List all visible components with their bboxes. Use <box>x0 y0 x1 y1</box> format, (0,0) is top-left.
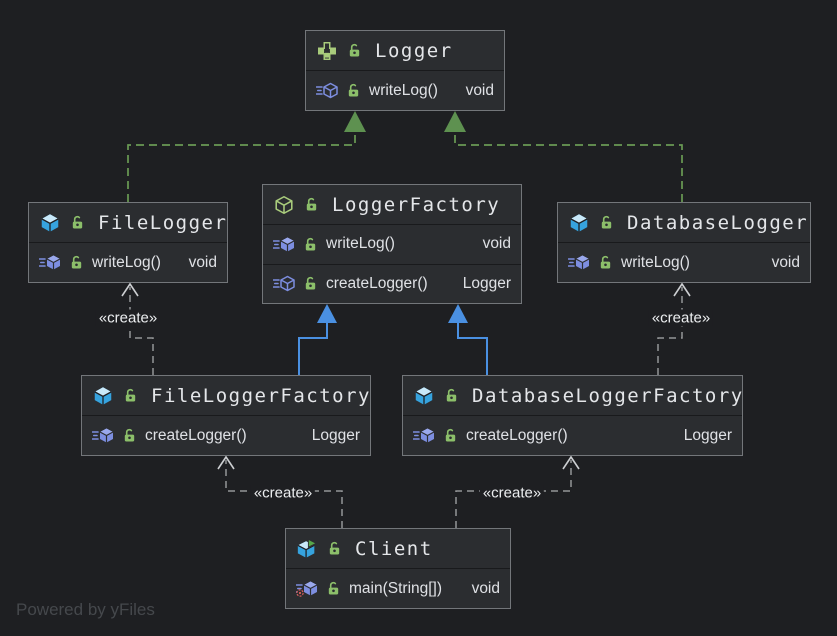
interface-icon <box>316 40 338 62</box>
abstract-method-icon <box>316 82 338 99</box>
node-header: FileLoggerFactory <box>82 376 370 416</box>
node-header: Logger <box>306 31 504 71</box>
method-return-type: void <box>482 235 511 253</box>
method-return-type: void <box>465 81 494 99</box>
class-node-filelogger[interactable]: FileLogger writeLog() void <box>28 202 228 283</box>
class-node-loggerfactory[interactable]: LoggerFactory writeLog() void createLogg… <box>262 184 522 304</box>
lock-open-icon <box>70 215 85 230</box>
edge-filelogger-implements-logger[interactable] <box>127 111 366 202</box>
edge-fileloggerfactory-extends-loggerfactory[interactable] <box>298 304 337 375</box>
method-icon <box>39 254 61 271</box>
lock-open-icon <box>304 197 319 212</box>
class-node-logger[interactable]: Logger writeLog() void <box>305 30 505 111</box>
method-icon <box>273 236 295 253</box>
method-name: createLogger() <box>145 426 247 444</box>
method-name: writeLog() <box>621 253 690 271</box>
class-icon <box>568 212 590 234</box>
node-header: DatabaseLoggerFactory <box>403 376 742 416</box>
edge-databaselogger-implements-logger[interactable] <box>444 111 683 202</box>
method-icon <box>568 254 590 271</box>
class-title: LoggerFactory <box>332 193 501 216</box>
lock-open-icon <box>303 276 318 291</box>
class-node-fileloggerfactory[interactable]: FileLoggerFactory createLogger() Logger <box>81 375 371 456</box>
method-name: writeLog() <box>92 253 161 271</box>
runnable-class-icon <box>296 538 318 560</box>
main-method-icon <box>296 580 318 597</box>
method-return-type: Logger <box>311 426 360 444</box>
method-name: createLogger() <box>466 426 568 444</box>
edge-databaseloggerfactory-extends-loggerfactory[interactable] <box>448 304 488 375</box>
class-node-databaselogger[interactable]: DatabaseLogger writeLog() void <box>557 202 811 283</box>
abstract-class-icon <box>273 194 295 216</box>
lock-open-icon <box>123 388 138 403</box>
method-name: main(String[]) <box>349 579 443 597</box>
edge-label-create: «create» <box>648 309 714 327</box>
node-header: Client <box>286 529 510 569</box>
yfiles-watermark: Powered by yFiles <box>16 600 155 619</box>
lock-open-icon <box>346 83 361 98</box>
lock-open-icon <box>599 215 614 230</box>
class-node-databaseloggerfactory[interactable]: DatabaseLoggerFactory createLogger() Log… <box>402 375 743 456</box>
class-icon <box>92 385 114 407</box>
node-header: LoggerFactory <box>263 185 521 225</box>
lock-open-icon <box>327 541 342 556</box>
class-icon <box>413 385 435 407</box>
lock-open-icon <box>69 255 84 270</box>
lock-open-icon <box>122 428 137 443</box>
method-return-type: Logger <box>683 426 732 444</box>
member-row[interactable]: writeLog() void <box>29 243 227 282</box>
edge-label-create: «create» <box>250 484 316 502</box>
member-row[interactable]: writeLog() void <box>306 71 504 110</box>
node-header: DatabaseLogger <box>558 203 810 243</box>
edge-databaseloggerfactory-creates-databaselogger[interactable] <box>657 282 691 375</box>
class-title: Logger <box>375 39 453 62</box>
node-header: FileLogger <box>29 203 227 243</box>
method-return-type: void <box>471 579 500 597</box>
member-row[interactable]: createLogger() Logger <box>263 263 521 304</box>
method-icon <box>413 427 435 444</box>
edge-client-creates-databaseloggerfactory[interactable] <box>455 455 580 528</box>
lock-open-icon <box>347 43 362 58</box>
edge-label-create: «create» <box>479 484 545 502</box>
edge-fileloggerfactory-creates-filelogger[interactable] <box>121 282 154 375</box>
class-title: FileLoggerFactory <box>151 384 371 407</box>
method-icon <box>92 427 114 444</box>
class-title: DatabaseLoggerFactory <box>472 384 744 407</box>
member-row[interactable]: writeLog() void <box>558 243 810 282</box>
edge-label-create: «create» <box>95 309 161 327</box>
member-row[interactable]: createLogger() Logger <box>403 416 742 455</box>
edge-client-creates-fileloggerfactory[interactable] <box>217 455 343 528</box>
lock-open-icon <box>598 255 613 270</box>
lock-open-icon <box>443 428 458 443</box>
method-return-type: void <box>188 253 217 271</box>
method-return-type: Logger <box>462 274 511 292</box>
class-title: DatabaseLogger <box>627 211 809 234</box>
abstract-method-icon <box>273 275 295 292</box>
method-return-type: void <box>771 253 800 271</box>
class-node-client[interactable]: Client main(String[]) void <box>285 528 511 609</box>
class-title: FileLogger <box>98 211 228 234</box>
lock-open-icon <box>444 388 459 403</box>
class-icon <box>39 212 61 234</box>
member-row[interactable]: writeLog() void <box>263 225 521 264</box>
class-title: Client <box>355 537 433 560</box>
method-name: writeLog() <box>369 81 438 99</box>
method-name: createLogger() <box>326 274 428 292</box>
lock-open-icon <box>326 581 341 596</box>
method-name: writeLog() <box>326 235 395 253</box>
member-row[interactable]: main(String[]) void <box>286 569 510 608</box>
member-row[interactable]: createLogger() Logger <box>82 416 370 455</box>
lock-open-icon <box>303 237 318 252</box>
